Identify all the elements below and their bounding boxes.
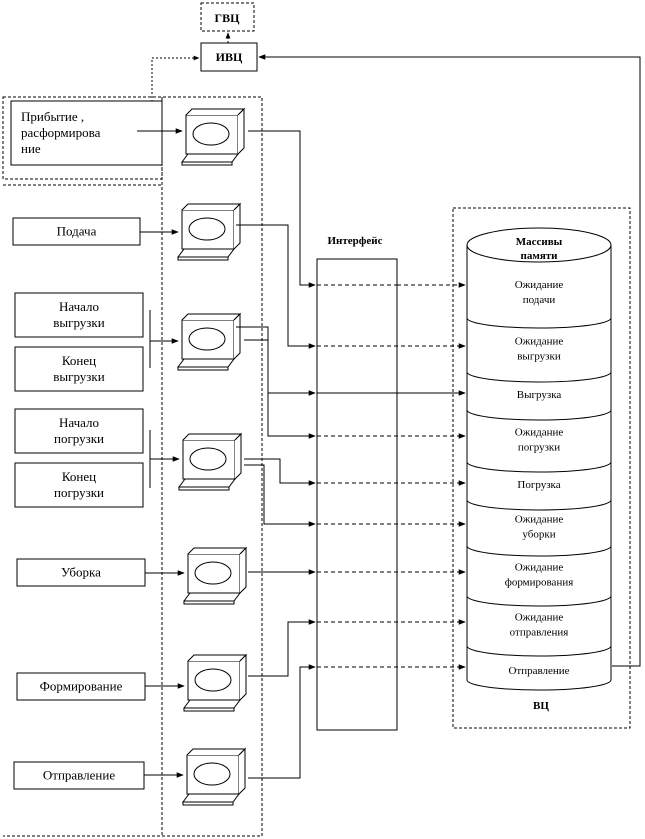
memory-section-dispatch: Отправление: [508, 665, 569, 677]
station-zone-frame: [3, 96, 263, 837]
connection-line: [248, 664, 316, 779]
memory-section-wait-cleaning: уборки: [522, 529, 555, 541]
memory-array-title-2: памяти: [520, 250, 558, 262]
gvc-box: [200, 2, 255, 32]
station-box-load-start: [14, 408, 144, 454]
memory-section-wait-forming: формирования: [505, 577, 574, 589]
terminal-computer-icon: [177, 202, 242, 261]
interface-label: Интерфейс: [327, 235, 382, 247]
station-label-arrival: ние: [21, 141, 41, 156]
ivc-label: ИВЦ: [216, 50, 243, 64]
station-label-unload-start: Начало: [59, 299, 99, 314]
terminal-computer-icon: [183, 653, 248, 712]
connection-line: [248, 619, 316, 677]
memory-section-divider: [466, 645, 612, 657]
memory-section-wait-dispatch: Ожидание: [515, 612, 564, 624]
station-box-dispatch: [13, 761, 145, 790]
memory-section-divider: [466, 461, 612, 473]
connection-line: [236, 224, 316, 349]
vc-frame: [452, 207, 631, 729]
station-label-forming: Формирование: [40, 679, 123, 694]
vc-to-ivc-link: [258, 54, 641, 667]
terminal-computer-icon: [177, 312, 242, 371]
connection-line: [244, 458, 316, 486]
terminal-computer-icon: [178, 432, 243, 491]
memory-section-wait-load: Ожидание: [515, 427, 564, 439]
memory-section-wait-supply: Ожидание: [515, 279, 564, 291]
memory-section-wait-dispatch: отправления: [510, 627, 569, 639]
vc-label: ВЦ: [533, 700, 549, 712]
station-label-dispatch: Отправление: [43, 768, 115, 783]
memory-section-wait-load: погрузки: [518, 442, 560, 454]
memory-section-divider: [466, 499, 612, 511]
terminal-computer-icon: [183, 546, 248, 605]
memory-section-divider: [466, 545, 612, 557]
station-label-unload-start: выгрузки: [53, 315, 104, 330]
station-box-unload-start: [14, 292, 144, 338]
memory-section-load: Погрузка: [517, 479, 560, 491]
memory-section-wait-supply: подачи: [523, 294, 556, 306]
memory-section-divider: [466, 317, 612, 329]
gvc-label: ГВЦ: [215, 11, 241, 25]
memory-array: Массивы памяти ОжиданиеподачиОжиданиевыг…: [466, 227, 612, 691]
station-box-arrival: [10, 100, 163, 166]
connection-line: [248, 130, 316, 288]
memory-section-wait-forming: Ожидание: [515, 562, 564, 574]
station-box-cleaning: [16, 558, 146, 587]
memory-section-unload: Выгрузка: [517, 389, 562, 401]
memory-section-divider: [466, 595, 612, 607]
memory-section-wait-cleaning: Ожидание: [515, 514, 564, 526]
station-label-unload-end: Конец: [62, 353, 96, 368]
memory-section-divider: [466, 371, 612, 383]
station-label-load-end: Конец: [62, 469, 96, 484]
memory-section-wait-unload: выгрузки: [517, 351, 561, 363]
terminal-computer-icon: [181, 107, 246, 166]
station-label-arrival: расформирова: [21, 125, 101, 140]
memory-section-divider: [466, 409, 612, 421]
station-label-supply: Подача: [57, 224, 97, 239]
station-box-unload-end: [14, 346, 144, 392]
station-label-cleaning: Уборка: [61, 565, 101, 580]
station-label-unload-end: выгрузки: [53, 369, 104, 384]
interface-bus: [316, 258, 398, 731]
connection-line: [244, 464, 316, 527]
station-label-load-start: Начало: [59, 415, 99, 430]
station-box-load-end: [14, 462, 144, 508]
terminal-computer-icon: [182, 747, 247, 806]
ivc-box: [200, 42, 258, 72]
memory-array-title-1: Массивы: [516, 236, 563, 248]
connection-line: [236, 326, 316, 396]
memory-section-wait-unload: Ожидание: [515, 336, 564, 348]
station-label-load-end: погрузки: [54, 485, 104, 500]
station-label-load-start: погрузки: [54, 431, 104, 446]
station-label-arrival: Прибытие ,: [21, 109, 84, 124]
connection-line: [244, 339, 316, 439]
